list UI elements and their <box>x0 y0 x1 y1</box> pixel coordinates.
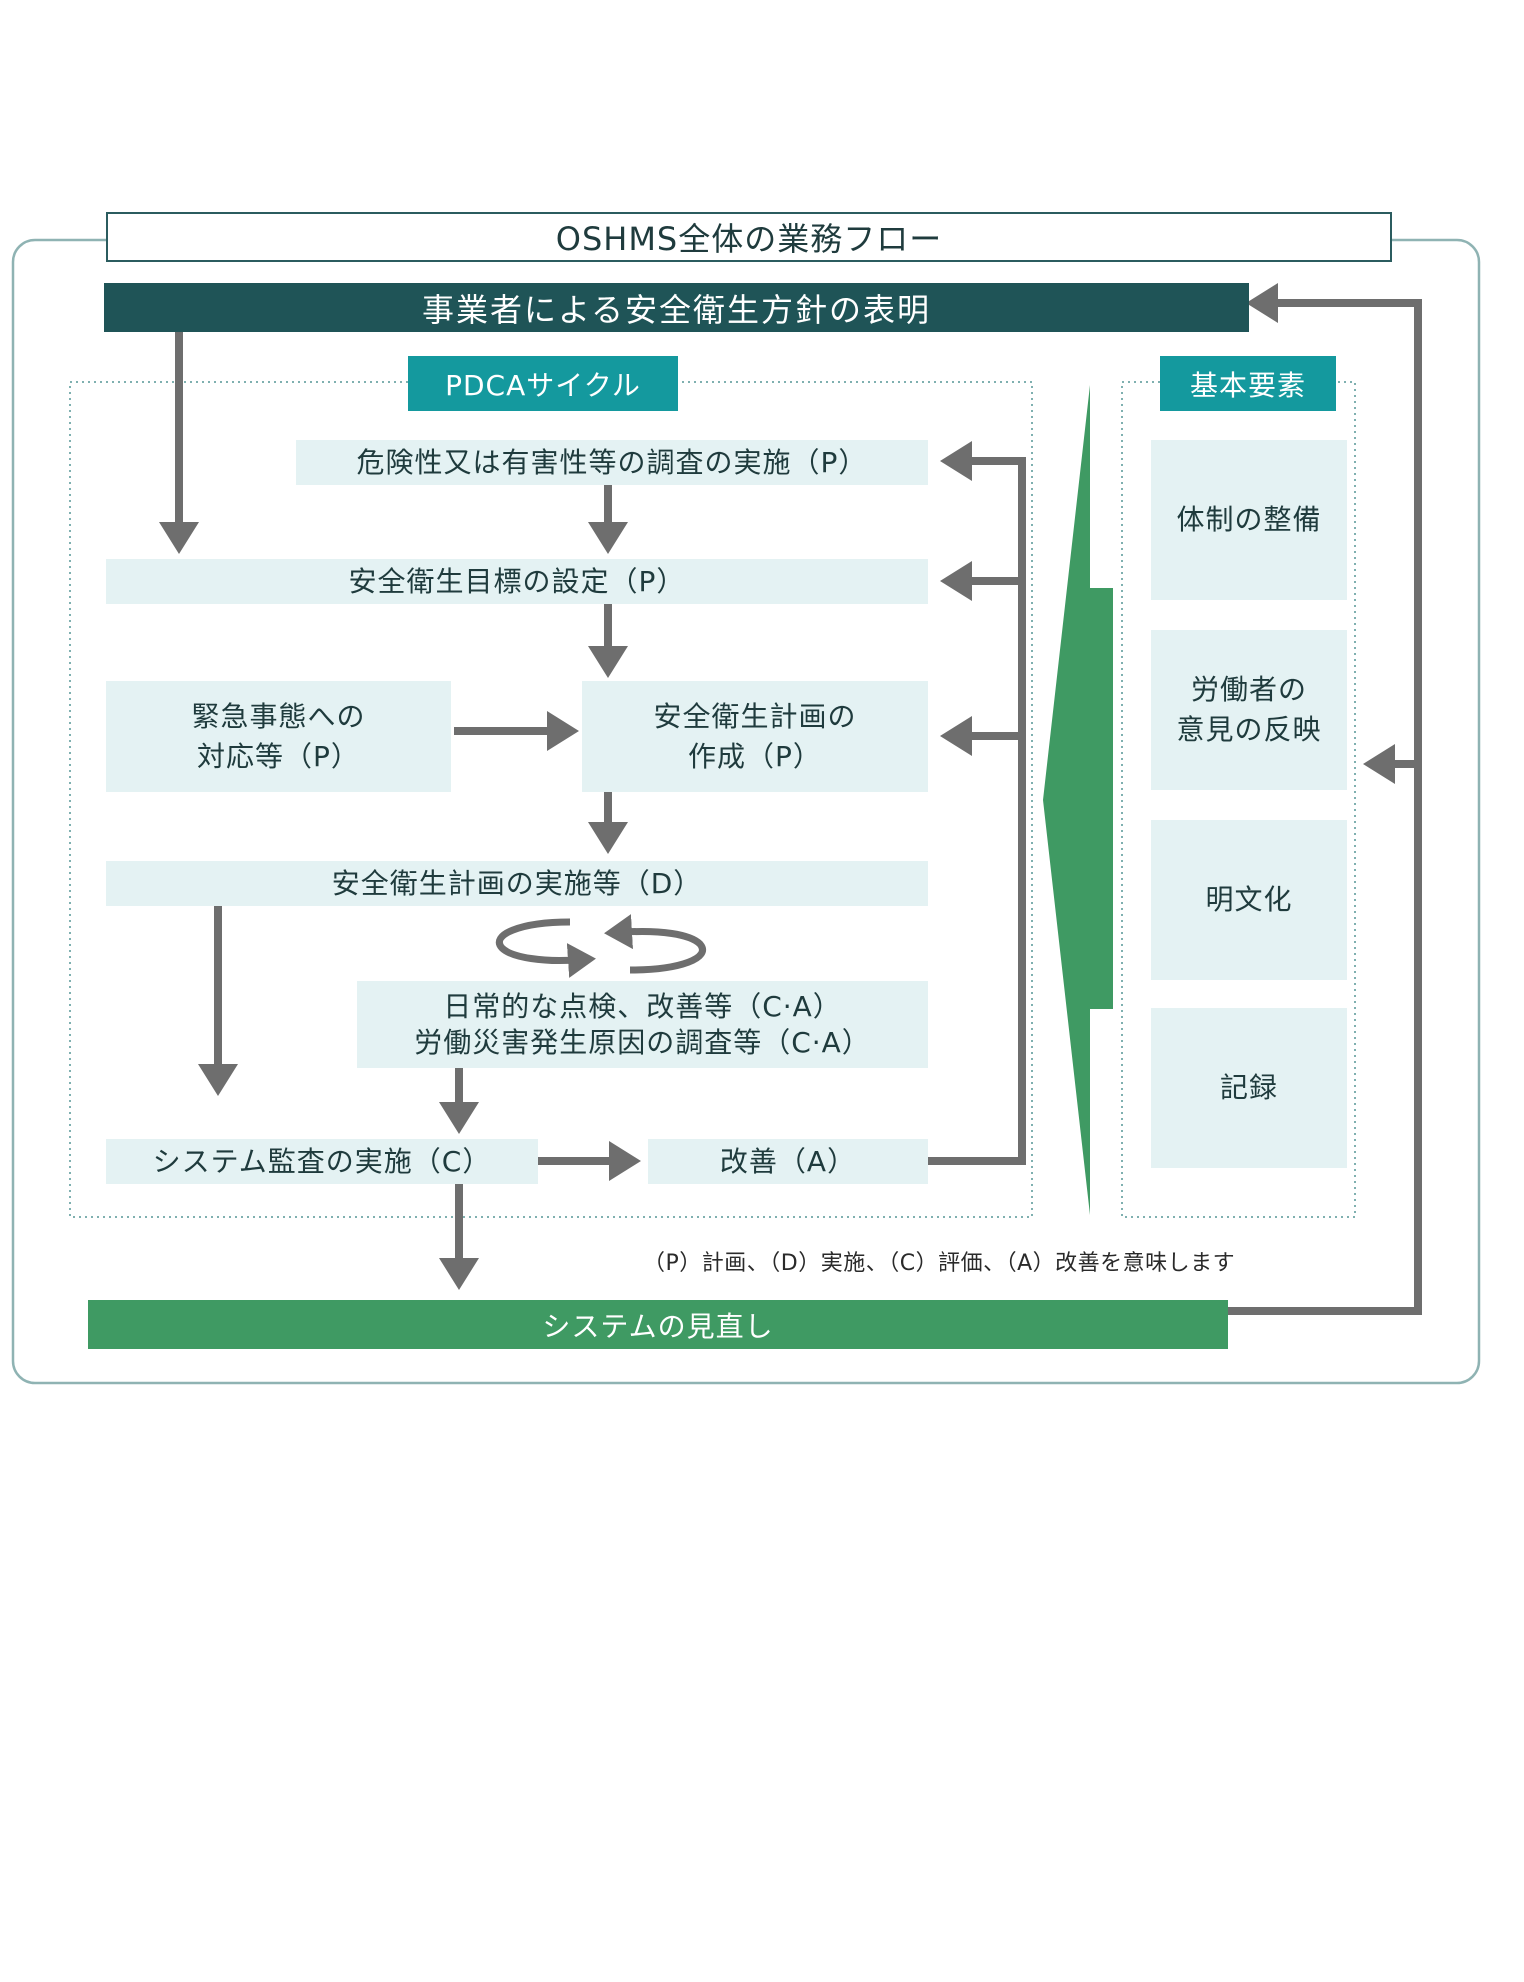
step-improvement: 改善（A） <box>648 1139 928 1184</box>
cycle-arrow-left <box>495 918 596 978</box>
step-inspection-line2: 労働災害発生原因の調査等（C·A） <box>414 1025 871 1059</box>
step-inspection-line1: 日常的な点検、改善等（C·A） <box>443 989 842 1023</box>
element-worker-opinions: 労働者の 意見の反映 <box>1151 630 1347 790</box>
green-wedge <box>1043 385 1113 1215</box>
step-plan-line2: 作成（P） <box>688 739 822 773</box>
step-emergency-line2: 対応等（P） <box>197 739 360 773</box>
step-audit: システム監査の実施（C） <box>106 1139 538 1184</box>
step-targets: 安全衛生目標の設定（P） <box>106 559 928 604</box>
legend-note: （P）計画、（D）実施、（C）評価、（A）改善を意味します <box>643 1251 1236 1276</box>
review-loop-line <box>1228 299 1422 1315</box>
cycle-arrows <box>495 914 706 978</box>
cycle-arrow-right <box>604 914 706 974</box>
pdca-frame <box>69 381 1033 1218</box>
step-plan-line1: 安全衛生計画の <box>653 699 857 733</box>
step-plan: 安全衛生計画の 作成（P） <box>582 681 928 792</box>
step-implementation: 安全衛生計画の実施等（D） <box>106 861 928 906</box>
system-review-bar: システムの見直し <box>88 1300 1228 1349</box>
element-worker-opinions-line1: 労働者の <box>1190 673 1307 706</box>
step-emergency: 緊急事態への 対応等（P） <box>106 681 451 792</box>
element-documentation: 明文化 <box>1151 820 1347 980</box>
element-documentation-label: 明文化 <box>1205 883 1293 916</box>
element-worker-opinions-line2: 意見の反映 <box>1176 713 1322 746</box>
outer-frame <box>11 238 1481 1385</box>
policy-bar: 事業者による安全衛生方針の表明 <box>104 283 1249 332</box>
step-emergency-line1: 緊急事態への <box>191 699 366 733</box>
element-records-label: 記録 <box>1219 1071 1278 1104</box>
element-records: 記録 <box>1151 1008 1347 1168</box>
feedback-line <box>928 457 1026 1165</box>
step-inspection: 日常的な点検、改善等（C·A） 労働災害発生原因の調査等（C·A） <box>357 981 928 1068</box>
diagram-title: OSHMS全体の業務フロー <box>106 212 1392 262</box>
step-risk-survey: 危険性又は有害性等の調査の実施（P） <box>296 440 928 485</box>
pdca-cycle-tag: PDCAサイクル <box>408 356 678 411</box>
element-organization-label: 体制の整備 <box>1176 503 1322 536</box>
basic-elements-tag: 基本要素 <box>1160 356 1336 411</box>
element-organization: 体制の整備 <box>1151 440 1347 600</box>
